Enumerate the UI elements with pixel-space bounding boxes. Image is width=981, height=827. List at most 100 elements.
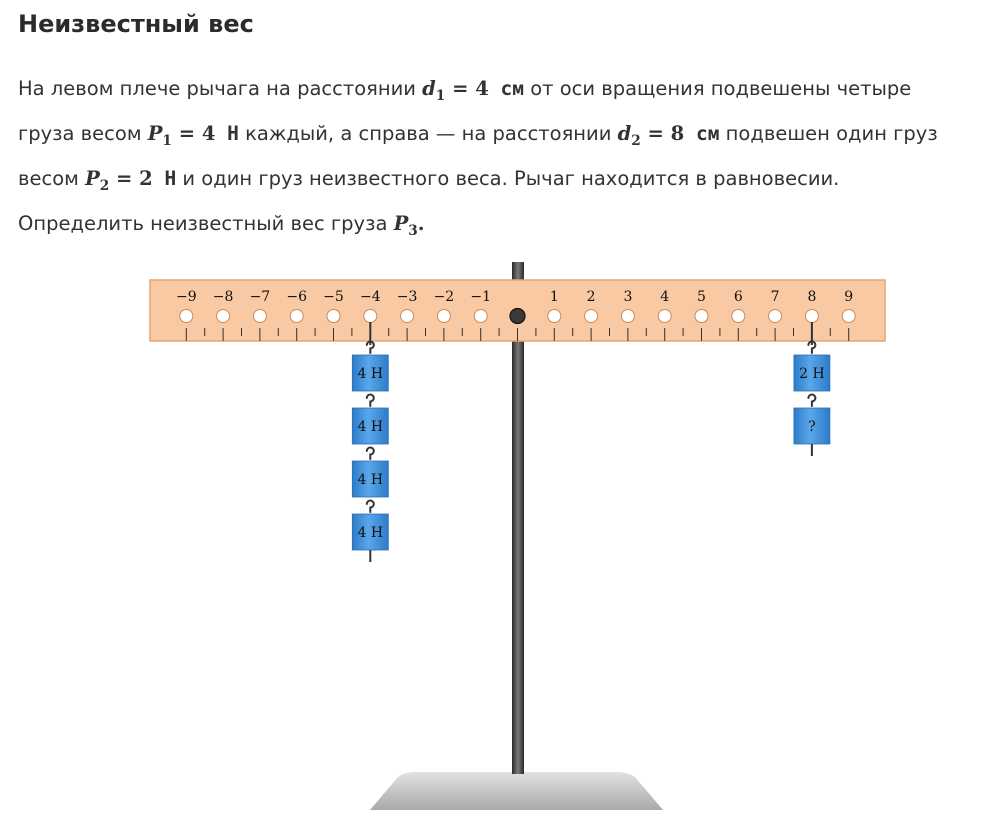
- equals: =: [445, 77, 476, 100]
- beam-hole[interactable]: [768, 309, 783, 323]
- tick-label: −7: [250, 289, 271, 305]
- tick-label: −3: [397, 289, 418, 305]
- problem-text: На левом плече рычага на расстоянии d1 =…: [18, 70, 968, 250]
- beam-hole[interactable]: [547, 309, 562, 323]
- weight-label: 4 Н: [358, 366, 384, 382]
- value: 4: [475, 77, 489, 100]
- stand-base: [370, 772, 663, 810]
- tick-label: 1: [550, 289, 559, 305]
- tick-label: 7: [771, 289, 780, 305]
- tick-label: 8: [807, 289, 816, 305]
- subscript: 2: [99, 177, 110, 194]
- beam-hole[interactable]: [216, 309, 231, 323]
- weight-body: [351, 513, 389, 551]
- symbol: d: [617, 121, 632, 145]
- tick-label: −9: [176, 289, 197, 305]
- weight-body: [351, 460, 389, 498]
- weight-block[interactable]: 4 Н: [351, 407, 389, 445]
- tick-label: −5: [323, 289, 344, 305]
- beam-holes: [179, 309, 856, 323]
- hook-icon: [365, 340, 375, 354]
- weight-block[interactable]: ?: [793, 407, 831, 445]
- tick-label: 9: [844, 289, 853, 305]
- beam-hole[interactable]: [289, 309, 304, 323]
- period: .: [417, 211, 425, 235]
- equals: =: [109, 166, 140, 190]
- weight-body: [351, 407, 389, 445]
- subscript: 2: [631, 132, 641, 149]
- beam-hole[interactable]: [363, 309, 378, 323]
- weight-label: 4 Н: [358, 419, 384, 435]
- weight-block[interactable]: 4 Н: [351, 513, 389, 551]
- stand: [370, 262, 663, 810]
- subscript: 3: [408, 222, 418, 239]
- unit: Н: [152, 166, 177, 190]
- hook-icon: [365, 393, 375, 407]
- weight-label: 4 Н: [358, 472, 384, 488]
- beam-hole[interactable]: [436, 309, 451, 323]
- beam-hole[interactable]: [179, 309, 194, 323]
- weight-body: [351, 354, 389, 392]
- unit: см: [684, 121, 720, 145]
- weight-block[interactable]: 2 Н: [793, 354, 831, 392]
- page-title: Неизвестный вес: [18, 10, 254, 38]
- value: 2: [139, 166, 153, 190]
- unit: см: [488, 77, 525, 100]
- left-weight-stack: 4 Н 4 Н 4 Н 4 Н: [351, 322, 389, 562]
- weight-block[interactable]: 4 Н: [351, 460, 389, 498]
- weight-body: [793, 354, 831, 392]
- pivot-axis: [509, 307, 526, 325]
- tick-label: −2: [434, 289, 455, 305]
- subscript: 1: [435, 87, 446, 104]
- beam-hole[interactable]: [620, 309, 635, 323]
- beam-hole[interactable]: [731, 309, 746, 323]
- hook-icon: [365, 446, 375, 460]
- unit: Н: [215, 121, 239, 145]
- formula-p3: P3.: [393, 211, 425, 239]
- symbol: d: [422, 77, 436, 100]
- problem-text-part: от оси вращения подвешены четыре груза в…: [18, 77, 912, 145]
- symbol: P: [393, 211, 409, 235]
- value: 8: [670, 121, 685, 145]
- tick-label: 6: [734, 289, 743, 305]
- stand-pole: [512, 262, 524, 774]
- beam-hole[interactable]: [473, 309, 488, 323]
- weight-label: ?: [808, 419, 816, 435]
- problem-text-part: каждый, а справа — на расстоянии: [238, 121, 618, 145]
- hook-icon: [365, 499, 375, 513]
- tick-label: −4: [360, 289, 381, 305]
- symbol: P: [85, 166, 100, 190]
- formula-d1: d1 = 4 см: [422, 77, 525, 104]
- formula-p1: P1 = 4 Н: [148, 121, 239, 149]
- tick-label: −1: [470, 289, 491, 305]
- tick-label: −8: [213, 289, 234, 305]
- hook-icon: [807, 340, 817, 354]
- beam-hole[interactable]: [400, 309, 415, 323]
- value: 4: [201, 121, 216, 145]
- problem-text-part: подвешен один груз весом: [18, 121, 938, 190]
- beam-hole[interactable]: [694, 309, 709, 323]
- weight-label: 2 Н: [799, 366, 825, 382]
- weight-block[interactable]: 4 Н: [351, 354, 389, 392]
- beam-hole[interactable]: [804, 309, 819, 323]
- beam-hole[interactable]: [657, 309, 672, 323]
- problem-text-part: и один груз неизвестного веса. Рычаг нах…: [18, 166, 840, 235]
- beam-hole[interactable]: [584, 309, 599, 323]
- tick-label: −6: [286, 289, 307, 305]
- hook-icon: [807, 393, 817, 407]
- beam-hole[interactable]: [326, 309, 341, 323]
- formula-d2: d2 = 8 см: [617, 121, 720, 149]
- formula-p2: P2 = 2 Н: [85, 166, 177, 194]
- tick-label: 5: [697, 289, 706, 305]
- equals: =: [171, 121, 202, 145]
- tick-label: 3: [623, 289, 632, 305]
- weight-label: 4 Н: [358, 525, 384, 541]
- subscript: 1: [162, 132, 172, 149]
- tick-label: 2: [587, 289, 596, 305]
- beam-hole[interactable]: [252, 309, 267, 323]
- beam-hole[interactable]: [841, 309, 856, 323]
- right-weight-stack: 2 Н?: [793, 322, 831, 456]
- weights: 4 Н 4 Н 4 Н 4 Н 2 Н?: [351, 322, 831, 562]
